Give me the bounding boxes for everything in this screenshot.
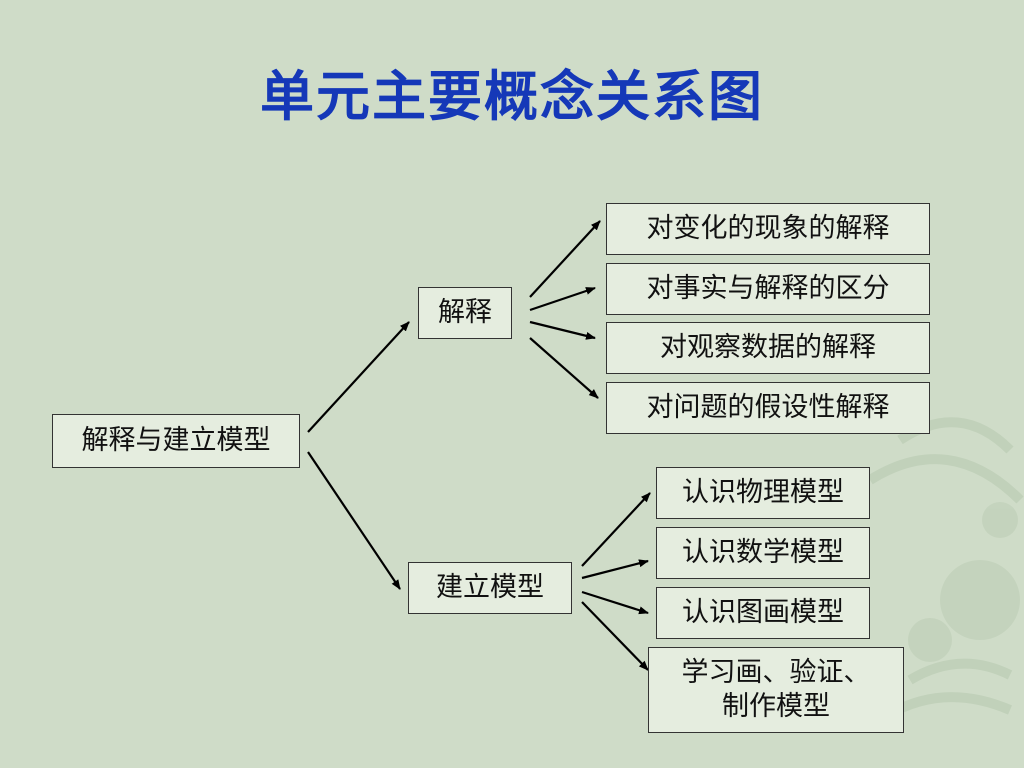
child-node: 认识数学模型: [656, 527, 870, 579]
root-concept: 解释与建立模型: [52, 414, 300, 468]
child-node: 对问题的假设性解释: [606, 382, 930, 434]
child-node: 认识物理模型: [656, 467, 870, 519]
arrow-branch-1-child-3: [529, 320, 596, 340]
arrow-root-to-branch-1: [307, 321, 410, 433]
child-node: 认识图画模型: [656, 587, 870, 639]
arrow-branch-2-child-3: [581, 590, 649, 615]
arrow-branch-1-child-2: [529, 286, 596, 312]
page-title: 单元主要概念关系图: [260, 64, 764, 128]
arrow-branch-1-child-1: [529, 220, 601, 298]
branch-node-explanation: 解释: [418, 287, 512, 339]
child-node: 学习画、验证、 制作模型: [648, 647, 904, 733]
arrow-branch-2-child-2: [581, 559, 649, 580]
child-node: 对观察数据的解释: [606, 322, 930, 374]
child-node: 对变化的现象的解释: [606, 203, 930, 255]
child-node: 对事实与解释的区分: [606, 263, 930, 315]
arrow-root-to-branch-2: [307, 451, 401, 590]
arrow-branch-1-child-4: [529, 337, 599, 399]
branch-node-modeling: 建立模型: [408, 562, 572, 614]
arrow-branch-2-child-4: [581, 601, 649, 671]
arrow-branch-2-child-1: [581, 492, 651, 567]
